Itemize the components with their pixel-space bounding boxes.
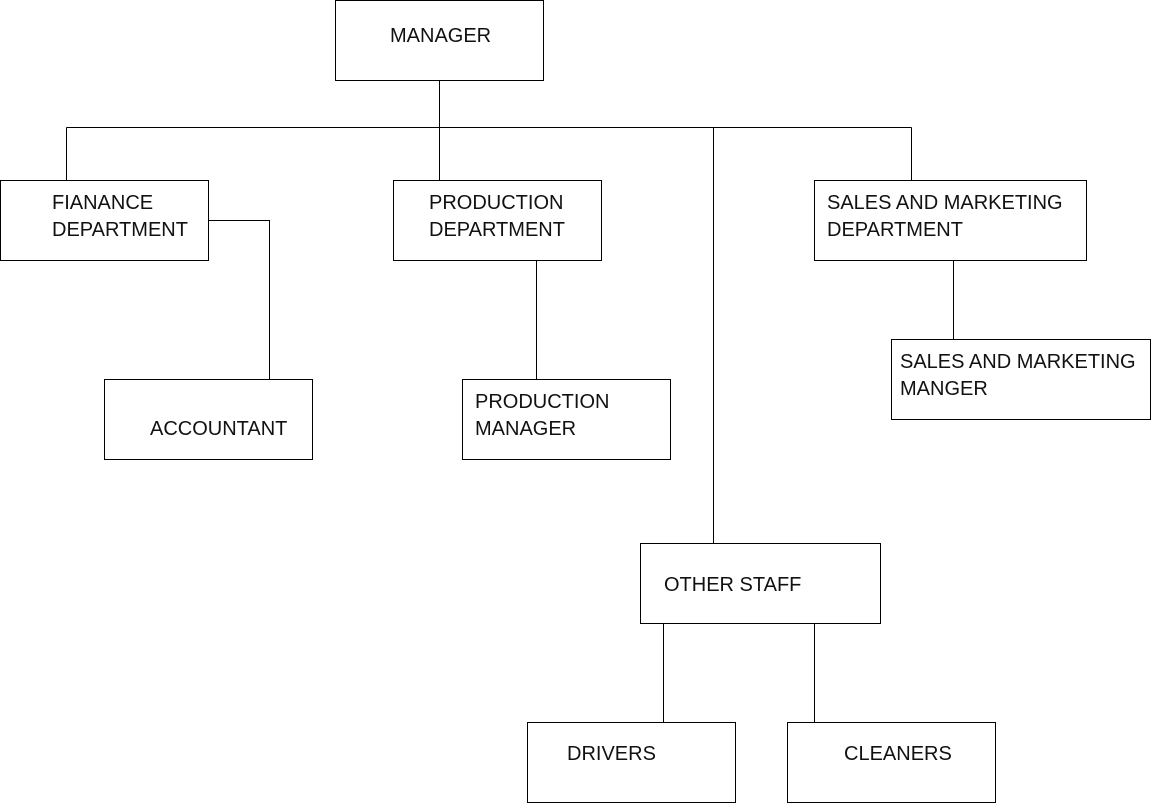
sales-marketing-department-label: SALES AND MARKETING DEPARTMENT — [827, 192, 1063, 241]
drivers-label: DRIVERS — [567, 743, 656, 765]
manager-box: MANAGER — [335, 0, 544, 81]
drivers-box: DRIVERS — [527, 722, 736, 803]
production-department-box: PRODUCTION DEPARTMENT — [393, 180, 602, 261]
sales-marketing-department-box: SALES AND MARKETING DEPARTMENT — [814, 180, 1087, 261]
other-staff-label: OTHER STAFF — [664, 574, 802, 596]
production-manager-label: PRODUCTION MANAGER — [475, 391, 610, 440]
sales-marketing-manager-box: SALES AND MARKETING MANGER — [891, 339, 1151, 420]
cleaners-label: CLEANERS — [844, 743, 952, 765]
production-department-label: PRODUCTION DEPARTMENT — [429, 192, 565, 241]
connector-finance-accountant — [209, 220, 270, 379]
finance-department-box: FIANANCE DEPARTMENT — [0, 180, 209, 261]
other-staff-box: OTHER STAFF — [640, 543, 881, 624]
sales-marketing-manager-label: SALES AND MARKETING MANGER — [900, 351, 1136, 400]
manager-label: MANAGER — [390, 25, 492, 47]
finance-department-label: FIANANCE DEPARTMENT — [52, 192, 188, 241]
production-manager-box: PRODUCTION MANAGER — [462, 379, 671, 460]
accountant-box: ACCOUNTANT — [104, 379, 313, 460]
cleaners-box: CLEANERS — [787, 722, 996, 803]
accountant-label: ACCOUNTANT — [150, 418, 288, 440]
